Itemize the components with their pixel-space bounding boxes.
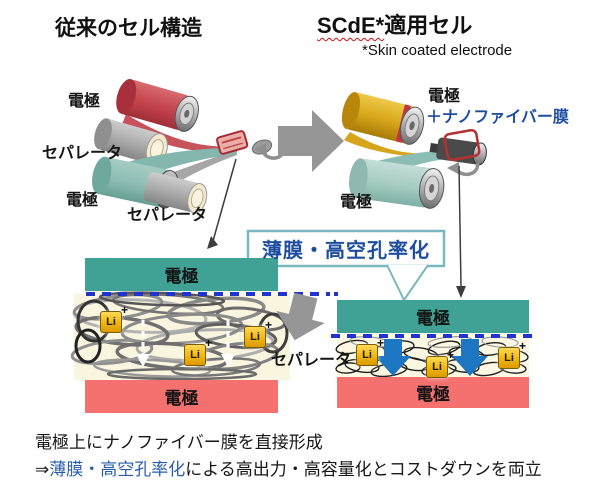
- label-separator-lower: セパレータ: [127, 207, 208, 224]
- callout-tail: [386, 264, 429, 301]
- footer-highlight: 薄膜・高空孔率化: [49, 460, 186, 479]
- li-symbol: Li: [504, 352, 514, 364]
- footer-arrow: ⇒: [35, 460, 50, 479]
- left-detail-electrode-bottom: 電極: [85, 380, 278, 413]
- li-ion-icon: Li +: [356, 336, 384, 366]
- li-ion-icon: Li +: [244, 318, 272, 348]
- bar-label: 電極: [416, 309, 450, 328]
- bar-label: 電極: [416, 385, 450, 404]
- label-electrode-bottom-right: 電極: [340, 194, 373, 211]
- label-separator-upper: セパレータ: [42, 145, 123, 162]
- zoom-pointer-arrow-left: [207, 158, 237, 249]
- ion-path-arrows-left: [141, 320, 230, 354]
- electrode-roll-gold: [341, 91, 425, 145]
- li-charge: +: [204, 336, 212, 350]
- li-charge: +: [446, 348, 454, 362]
- li-charge: +: [264, 318, 272, 332]
- right-detail-electrode-bottom: 電極: [337, 377, 529, 408]
- bar-label: 電極: [164, 389, 199, 408]
- footer-line2: ⇒薄膜・高空孔率化による高出力・高容量化とコストダウンを両立: [35, 455, 542, 480]
- label-nanofiber-film: ＋ナノファイバー膜: [426, 109, 569, 126]
- li-charge: +: [518, 339, 526, 353]
- right-roll-cluster: [341, 91, 487, 298]
- bar-label: 電極: [164, 267, 199, 286]
- scde-rest: 適用セル: [384, 13, 473, 38]
- li-ion-icon: Li +: [426, 348, 454, 378]
- li-symbol: Li: [190, 349, 200, 361]
- li-symbol: Li: [250, 331, 260, 343]
- left-detail-electrode-top: 電極: [85, 258, 278, 291]
- right-arrow-icon: [278, 110, 344, 172]
- ion-path-arrows-right: [375, 339, 488, 376]
- li-ion-icon: Li +: [100, 303, 128, 333]
- li-charge: +: [376, 336, 384, 350]
- winding-zoom-box-right: [443, 128, 481, 162]
- left-section-title: 従来のセル構造: [55, 17, 202, 40]
- ion-arrowhead: [221, 354, 235, 367]
- electrode-roll-teal-right: [349, 158, 445, 209]
- dashed-line-dot: [334, 292, 338, 296]
- footer-rest: による高出力・高容量化とコストダウンを両立: [185, 460, 542, 479]
- li-symbol: Li: [432, 361, 442, 373]
- footer-line1: 電極上にナノファイバー膜を直接形成: [35, 433, 323, 452]
- zoom-pointer-arrow-right: [456, 165, 466, 298]
- rotation-arrow-icon: [447, 162, 480, 177]
- label-electrode-top-right: 電極: [428, 88, 461, 105]
- li-ion-icon: Li +: [184, 336, 212, 366]
- separator-roll-lower: [143, 172, 208, 214]
- li-charge: +: [120, 303, 128, 317]
- scde-brand: SCdE*: [317, 13, 385, 38]
- left-roll-cluster: [92, 78, 286, 249]
- label-electrode-top-left: 電極: [68, 93, 101, 110]
- winding-zoom-box-left: [216, 130, 249, 155]
- callout-box: [246, 229, 446, 268]
- down-arrow-icon: [276, 292, 325, 341]
- electrode-roll-red: [116, 78, 199, 132]
- li-symbol: Li: [106, 316, 116, 328]
- right-section-title: SCdE*適用セル: [317, 8, 472, 40]
- ion-arrowhead: [136, 354, 150, 367]
- callout-thin-film-high-porosity: 薄膜・高空孔率化: [262, 240, 430, 262]
- scde-footnote: *Skin coated electrode: [362, 42, 513, 59]
- label-electrode-bottom-left: 電極: [66, 192, 99, 209]
- li-ion-icon: Li +: [498, 339, 526, 369]
- label-separator-mid: セパレータ: [271, 352, 352, 369]
- li-symbol: Li: [362, 349, 372, 361]
- right-detail-electrode-top: 電極: [337, 300, 529, 333]
